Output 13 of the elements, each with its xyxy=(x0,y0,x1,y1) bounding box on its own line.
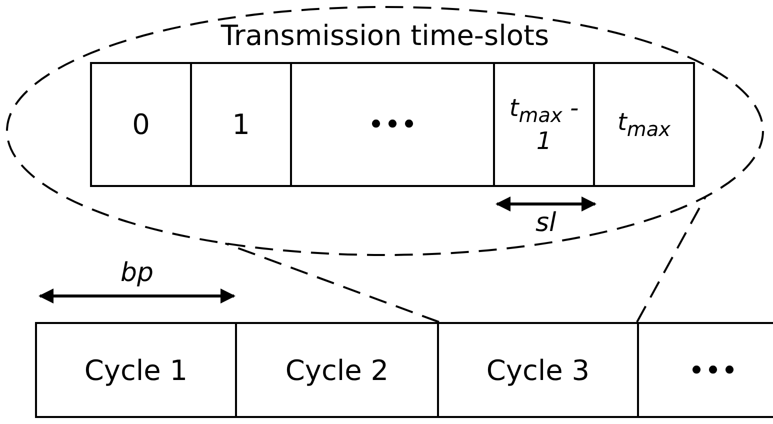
connector-line xyxy=(636,196,706,322)
dashed-ellipse xyxy=(5,5,765,257)
group-title: Transmission time-slots xyxy=(220,19,550,52)
cycle-cell: Cycle 1 xyxy=(35,322,237,418)
time-slot-cell: 0 xyxy=(90,62,192,187)
connector-line xyxy=(224,242,440,323)
cycle-cell: Cycle 3 xyxy=(437,322,639,418)
cycle-cell: ••• xyxy=(637,322,773,418)
time-slot-cell: t$_{max}$ xyxy=(593,62,695,187)
cycle-cell: Cycle 2 xyxy=(235,322,439,418)
time-slot-cell: 1 xyxy=(190,62,292,187)
time-slot-cell: ••• xyxy=(290,62,495,187)
time-slot-cell: t$_{max}$ - 1 xyxy=(493,62,595,187)
